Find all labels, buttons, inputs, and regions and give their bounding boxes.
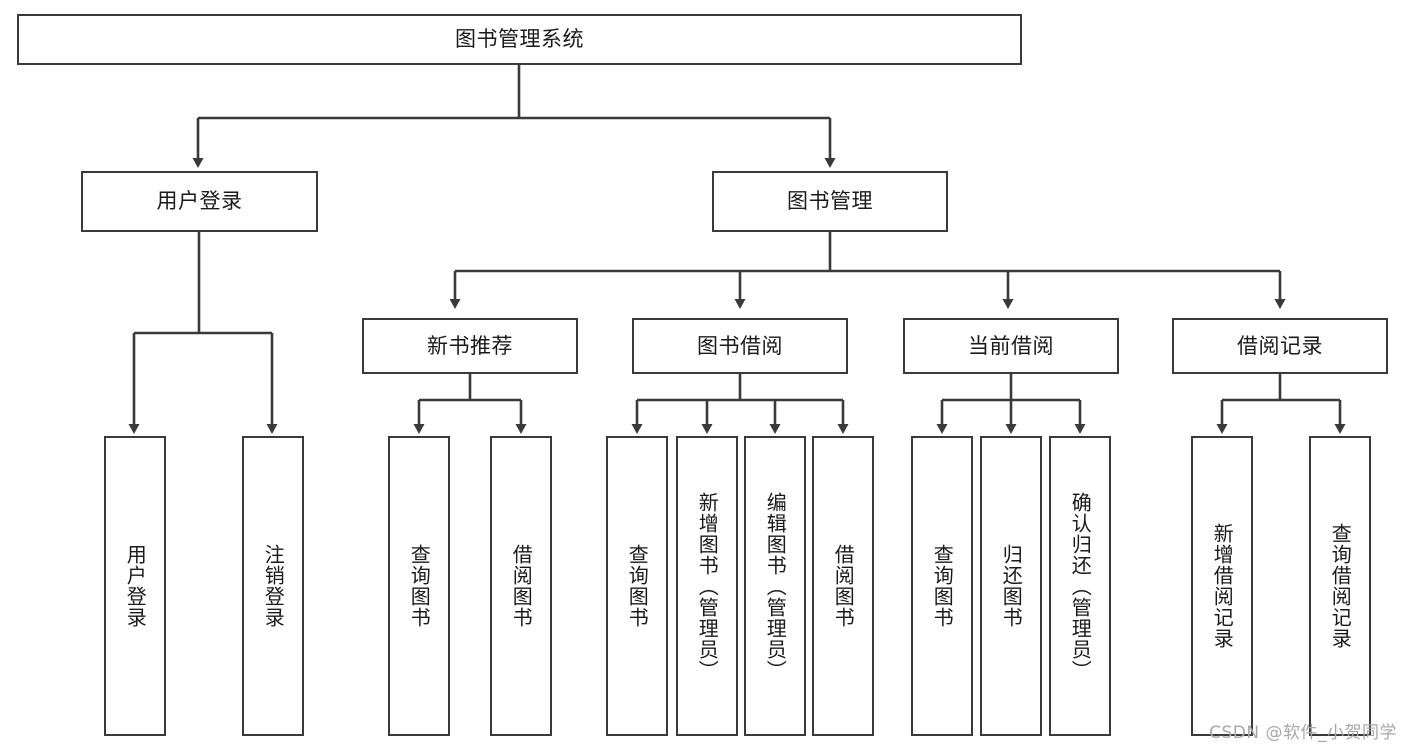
node-label: 查询图书 bbox=[407, 544, 432, 628]
node-label: 查询图书 bbox=[930, 544, 955, 628]
node-label: 注销登录 bbox=[261, 544, 286, 628]
leaf-record-query-record[interactable]: 查询借阅记录 bbox=[1309, 436, 1371, 736]
node-label: 图书借阅 bbox=[697, 333, 783, 358]
leaf-borrow-query-book[interactable]: 查询图书 bbox=[606, 436, 668, 736]
node-new-book-recommendation[interactable]: 新书推荐 bbox=[362, 318, 578, 374]
node-user-login[interactable]: 用户登录 bbox=[81, 171, 318, 232]
leaf-borrow-add-book[interactable]: 新增图书（管理员） bbox=[676, 436, 738, 736]
leaf-borrow-edit-book[interactable]: 编辑图书（管理员） bbox=[744, 436, 806, 736]
node-current-borrow[interactable]: 当前借阅 bbox=[903, 318, 1119, 374]
node-label: 新增借阅记录 bbox=[1210, 523, 1235, 649]
node-label: 编辑图书（管理员） bbox=[763, 491, 788, 681]
leaf-borrow-borrow-book[interactable]: 借阅图书 bbox=[812, 436, 874, 736]
node-label: 确认归还（管理员） bbox=[1068, 491, 1093, 681]
node-label: 图书管理系统 bbox=[455, 27, 584, 52]
node-label: 新增图书（管理员） bbox=[695, 491, 720, 681]
node-borrow-record[interactable]: 借阅记录 bbox=[1172, 318, 1388, 374]
node-label: 借阅图书 bbox=[509, 544, 534, 628]
node-label: 用户登录 bbox=[156, 189, 243, 214]
node-book-management[interactable]: 图书管理 bbox=[712, 171, 948, 232]
leaf-record-add-record[interactable]: 新增借阅记录 bbox=[1191, 436, 1253, 736]
node-label: 图书管理 bbox=[787, 189, 873, 214]
csdn-watermark: CSDN @软件_小贺同学 bbox=[1209, 723, 1397, 743]
leaf-current-query-book[interactable]: 查询图书 bbox=[911, 436, 973, 736]
leaf-user-login-login[interactable]: 用户登录 bbox=[104, 436, 166, 736]
node-label: 归还图书 bbox=[999, 544, 1024, 628]
node-label: 查询借阅记录 bbox=[1328, 523, 1353, 649]
node-label: 借阅图书 bbox=[831, 544, 856, 628]
node-label: 查询图书 bbox=[625, 544, 650, 628]
leaf-user-login-logout[interactable]: 注销登录 bbox=[242, 436, 304, 736]
node-label: 当前借阅 bbox=[968, 333, 1054, 358]
leaf-current-return-book[interactable]: 归还图书 bbox=[980, 436, 1042, 736]
node-label: 新书推荐 bbox=[427, 333, 513, 358]
node-root-system[interactable]: 图书管理系统 bbox=[17, 14, 1022, 65]
leaf-current-confirm-return[interactable]: 确认归还（管理员） bbox=[1049, 436, 1111, 736]
node-book-borrow[interactable]: 图书借阅 bbox=[632, 318, 848, 374]
node-label: 借阅记录 bbox=[1237, 333, 1323, 358]
leaf-new-book-borrow[interactable]: 借阅图书 bbox=[490, 436, 552, 736]
leaf-new-book-query[interactable]: 查询图书 bbox=[388, 436, 450, 736]
node-label: 用户登录 bbox=[123, 544, 148, 628]
